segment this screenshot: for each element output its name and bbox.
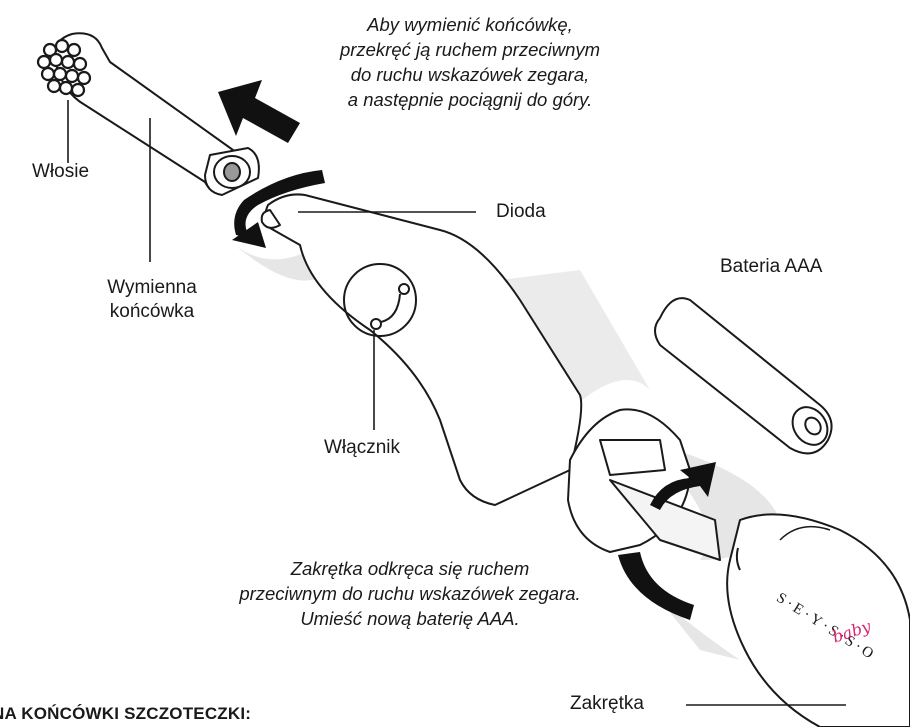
note-replace-head: Aby wymienić końcówkę, przekręć ją ruche…: [270, 12, 670, 112]
note-cap-line1: Zakrętka odkręca się ruchem: [200, 556, 620, 581]
label-bristles: Włosie: [32, 160, 89, 184]
note-replace-line3: do ruchu wskazówek zegara,: [270, 62, 670, 87]
label-head: Wymienna końcówka: [92, 276, 212, 324]
section-title: NA KOŃCÓWKI SZCZOTECZKI:: [0, 704, 251, 724]
label-head-line2: końcówka: [92, 300, 212, 324]
label-battery: Bateria AAA: [720, 255, 822, 279]
note-replace-line2: przekręć ją ruchem przeciwnym: [270, 37, 670, 62]
brush-body: [262, 194, 582, 505]
label-diode: Dioda: [496, 200, 546, 224]
note-cap-line2: przeciwnym do ruchu wskazówek zegara.: [200, 581, 620, 606]
note-replace-line4: a następnie pociągnij do góry.: [270, 87, 670, 112]
label-head-line1: Wymienna: [92, 276, 212, 300]
note-open-cap: Zakrętka odkręca się ruchem przeciwnym d…: [200, 556, 620, 631]
note-replace-line1: Aby wymienić końcówkę,: [270, 12, 670, 37]
label-cap: Zakrętka: [570, 692, 644, 716]
aaa-battery: [655, 298, 835, 453]
note-cap-line3: Umieść nową baterię AAA.: [200, 606, 620, 631]
label-switch: Włącznik: [324, 436, 400, 460]
